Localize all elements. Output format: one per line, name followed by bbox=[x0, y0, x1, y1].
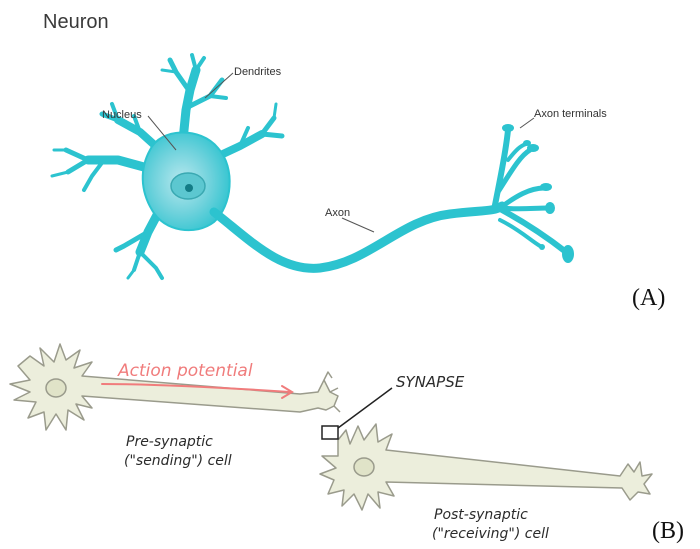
post-synaptic-label-1: Post-synaptic bbox=[434, 507, 528, 523]
panel-a-title: Neuron bbox=[43, 11, 109, 33]
post-synaptic-label-2: ("receiving") cell bbox=[432, 526, 549, 542]
pre-synaptic-label-1: Pre-synaptic bbox=[126, 434, 213, 450]
panel-a-tag: (A) bbox=[632, 285, 665, 311]
axon bbox=[214, 206, 502, 268]
panel-b: Action potential SYNAPSE Pre-synaptic ("… bbox=[10, 344, 684, 544]
pre-synaptic-cell bbox=[10, 344, 340, 430]
axon-terminals bbox=[502, 124, 574, 263]
pre-synaptic-label-2: ("sending") cell bbox=[124, 453, 232, 469]
synapse-leader bbox=[338, 388, 392, 428]
synapse-box bbox=[322, 426, 338, 439]
label-nucleus: Nucleus bbox=[102, 109, 142, 121]
label-axon-terminals: Axon terminals bbox=[534, 108, 607, 120]
action-potential-label: Action potential bbox=[117, 361, 253, 381]
post-synaptic-cell bbox=[320, 424, 652, 510]
panel-b-tag: (B) bbox=[652, 518, 684, 544]
neuron-illustration bbox=[52, 55, 566, 278]
label-dendrites: Dendrites bbox=[234, 66, 282, 78]
nucleus bbox=[171, 173, 205, 199]
label-axon: Axon bbox=[325, 207, 350, 219]
panel-a: Neuron bbox=[43, 11, 665, 311]
synapse-label: SYNAPSE bbox=[396, 373, 465, 391]
